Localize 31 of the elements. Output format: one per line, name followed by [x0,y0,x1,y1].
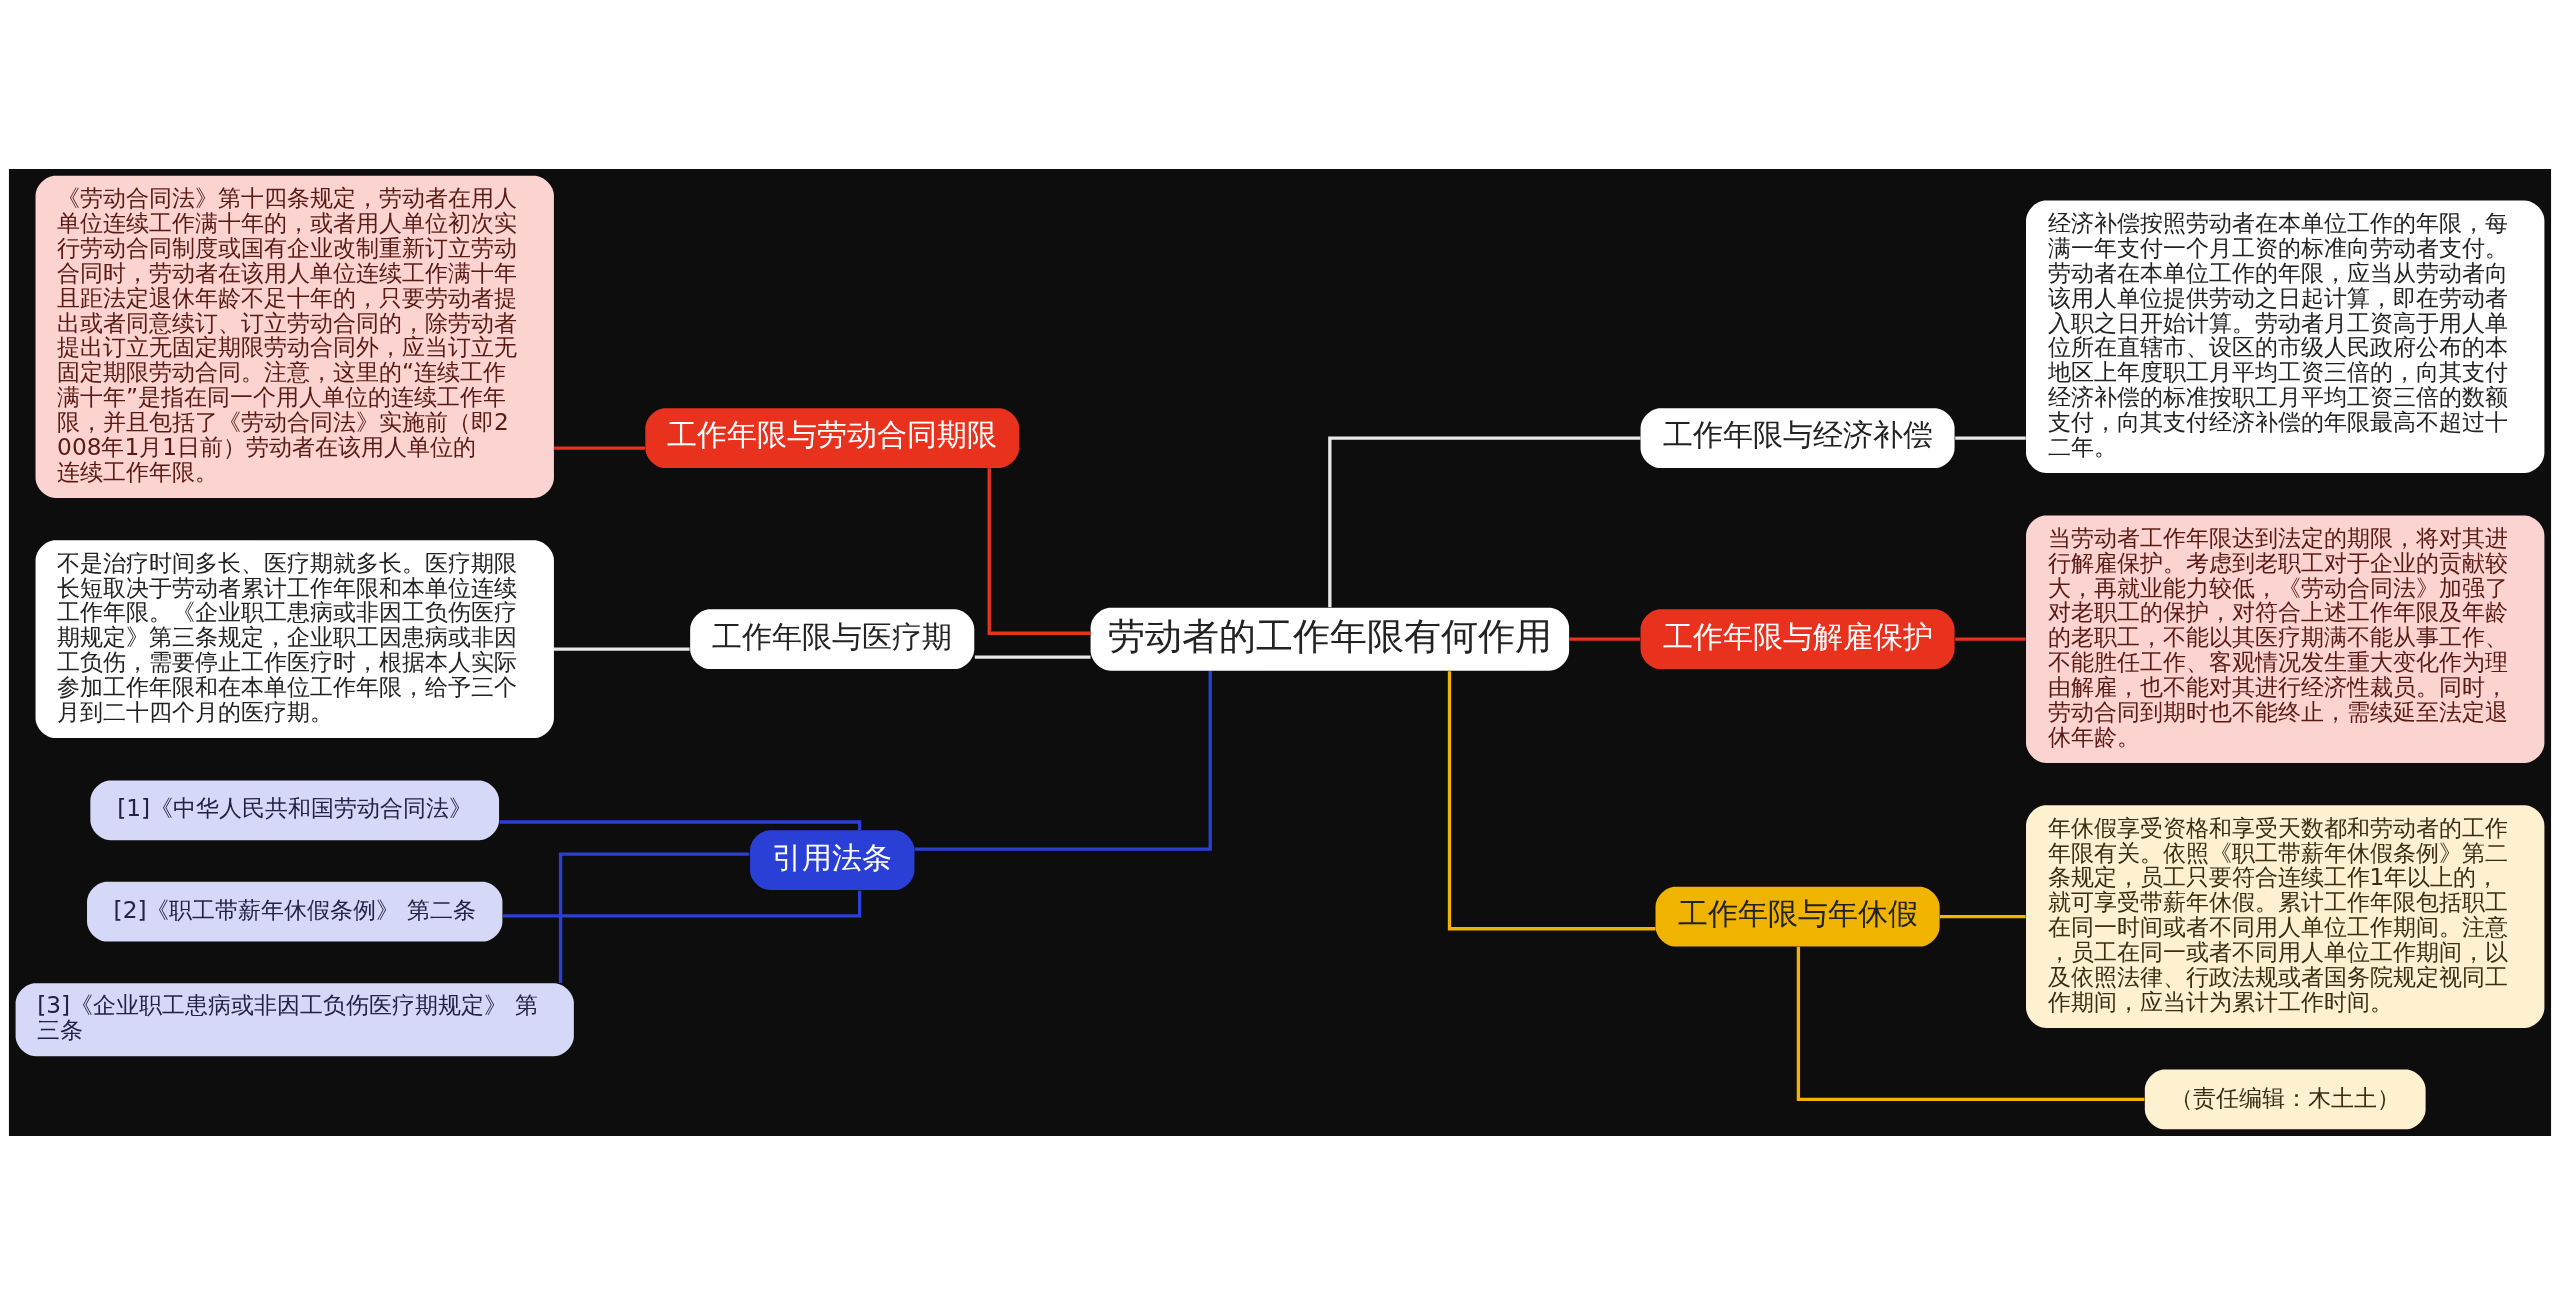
node-box: [3]《企业职工患病或非因工负伤医疗期规定》 第三条 [15,982,574,1056]
connector [1955,637,2026,641]
node-box: 年休假享受资格和享受天数都和劳动者的工作年限有关。依照《职工带薪年休假条例》第二条规定，员工只要符合连续工作1年以上的，就可享受带薪年休假。累计工作年限包括职工在同一时间或者不同用人单位工作期间。注意，员工在同一或者不同用人单位工作期间，以及依照法律、行政法规或者国务院规定视同工作期间，应当计为累计工作时间。 [2026,804,2545,1028]
node-box: 劳动者的工作年限有何作用 [1090,607,1570,671]
connector [914,670,1212,851]
connector [502,890,862,917]
node-box: 当劳动者工作年限达到法定的期限，将对其进行解雇保护。考虑到老职工对于企业的贡献较大，再就业能力较低，《劳动合同法》加强了对老职工的保护，对符合上述工作年限及年龄的老职工，不能以其医疗期满不能从事工作、不能胜任工作、客观情况发生重大变化作为理由解雇，也不能对其进行经济性裁员。同时，劳动合同到期时也不能终止，需续延至法定退休年龄。 [2026,514,2545,763]
connector [553,647,690,651]
connector [1569,637,1641,641]
node-box: 工作年限与劳动合同期限 [645,407,1020,468]
connector [1955,436,2026,440]
connector [974,655,1091,659]
node-box: 工作年限与经济补偿 [1640,407,1955,468]
connector [499,819,862,830]
connector [1328,436,1641,607]
node-box: 工作年限与年休假 [1655,886,1940,947]
node-box: 工作年限与解雇保护 [1640,608,1955,669]
node-box: （责任编辑：木土土） [2144,1069,2426,1129]
node-box: 引用法条 [750,829,915,890]
connector [1796,946,2145,1101]
connector [554,445,645,450]
node-box: 《劳动合同法》第十四条规定，劳动者在用人单位连续工作满十年的，或者用人单位初次实行劳动合同制度或国有企业改制重新订立劳动合同时，劳动者在该用人单位连续工作满十年且距法定退休年龄不足十年的，只要劳动者提出或者同意续订、订立劳动合同的，除劳动者提出订立无固定期限劳动合同外，应当订立无固定期限劳动合同。注意，这里的“连续工作满十年”是指在同一个用人单位的连续工作年限，并且包括了《劳动合同法》实施前（即2008年1月1日前）劳动者在该用人单位的连续工作年限。 [35,175,554,498]
node-box: 工作年限与医疗期 [690,608,975,669]
node-box: [1]《中华人民共和国劳动合同法》 [90,779,500,840]
connector [987,467,1091,635]
connector [1939,914,2026,918]
node-box: [2]《职工带薪年休假条例》 第二条 [87,881,503,942]
connector [1447,670,1656,930]
node-box: 不是治疗时间多长、医疗期就多长。医疗期限长短取决于劳动者累计工作年限和本单位连续工作年限。《企业职工患病或非因工负伤医疗期规定》第三条规定，企业职工因患病或非因工负伤，需要停止工作医疗时，根据本人实际参加工作年限和在本单位工作年限，给予三个月到二十四个月的医疗期。 [35,539,554,738]
connector [558,851,750,983]
node-box: 经济补偿按照劳动者在本单位工作的年限，每满一年支付一个月工资的标准向劳动者支付。劳动者在本单位工作的年限，应当从劳动者向该用人单位提供劳动之日起计算，即在劳动者入职之日开始计算。劳动者月工资高于用人单位所在直辖市、设区的市级人民政府公布的本地区上年度职工月平均工资三倍的，向其支付经济补偿的标准按职工月平均工资三倍的数额支付，向其支付经济补偿的年限最高不超过十二年。 [2026,200,2545,473]
